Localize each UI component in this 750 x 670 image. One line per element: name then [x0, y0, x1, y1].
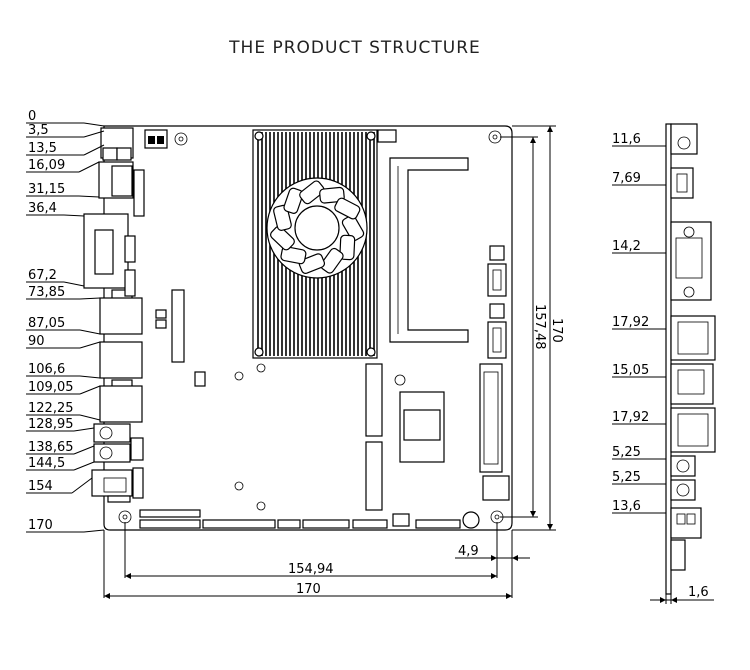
mounting-hole-top-left — [174, 132, 188, 146]
left-dim-label: 122,25 — [28, 401, 74, 416]
left-dim-label: 0 — [28, 109, 36, 124]
fan-blade — [299, 180, 325, 205]
left-dimension-lines — [26, 122, 105, 533]
buzzer — [462, 511, 480, 529]
diagram-title: THE PRODUCT STRUCTURE — [229, 38, 481, 58]
fan-blade — [320, 247, 344, 274]
left-dimension-labels: 03,5 13,5 16,09 31,15 36,4 67,2 73,85 87,05 90 10… — [28, 109, 74, 533]
fan-blade — [280, 246, 307, 265]
pin-header-audio — [130, 437, 144, 461]
dim-hole-span-horizontal: 154,94 — [288, 562, 334, 577]
pin-header-long — [171, 289, 185, 363]
left-dim-label: 128,95 — [28, 417, 74, 432]
dim-hole-span-vertical: 157,48 — [532, 304, 547, 350]
side-dim-label: 5,25 — [612, 470, 641, 485]
small-jumpers — [155, 309, 167, 329]
sodimm-slot — [389, 157, 469, 343]
left-dim-label: 109,05 — [28, 380, 74, 395]
pin-header-left-1 — [133, 169, 145, 217]
left-dim-label: 138,65 — [28, 440, 74, 455]
sim-card-slot — [394, 374, 445, 463]
standoff-c — [234, 481, 244, 491]
sata-connector-1 — [487, 245, 507, 297]
fan-blade — [269, 225, 295, 251]
left-dim-label: 16,09 — [28, 158, 65, 173]
side-view: 11,67,6914,217,9215,0517,925,255,2513,6 … — [612, 123, 716, 604]
mini-pcie-slot-1 — [365, 363, 383, 437]
left-dim-label: 90 — [28, 334, 45, 349]
side-dim-label: 13,6 — [612, 499, 641, 514]
left-dim-label: 87,05 — [28, 316, 65, 331]
left-dim-label: 3,5 — [28, 123, 49, 138]
left-dim-label: 154 — [28, 479, 53, 494]
left-dim-label: 31,15 — [28, 182, 65, 197]
fan-blade — [319, 186, 345, 204]
fan-blade — [283, 187, 304, 214]
pin-header-lower — [132, 467, 144, 499]
standoff-a — [234, 371, 244, 381]
left-dim-label: 144,5 — [28, 456, 65, 471]
battery-jumper — [194, 371, 206, 387]
bios-chip — [482, 475, 510, 501]
left-dim-label: 67,2 — [28, 268, 57, 283]
side-view-pcb — [665, 123, 672, 595]
left-dim-label: 36,4 — [28, 201, 57, 216]
mini-pcie-slot-2 — [365, 441, 383, 511]
side-dim-label: 17,92 — [612, 315, 649, 330]
side-dim-label: 11,6 — [612, 132, 641, 147]
led-header — [107, 495, 131, 503]
left-dim-label: 170 — [28, 518, 53, 533]
parallel-port-connector — [479, 363, 503, 473]
dim-board-width: 170 — [296, 582, 321, 597]
power-connector — [144, 129, 168, 149]
side-dim-label: 17,92 — [612, 410, 649, 425]
bottom-pin-headers — [139, 509, 461, 529]
side-view-components — [670, 123, 716, 571]
side-dim-label: 7,69 — [612, 171, 641, 186]
side-dim-label: 14,2 — [612, 239, 641, 254]
dim-board-height: 170 — [549, 318, 564, 343]
left-dim-label: 106,6 — [28, 362, 65, 377]
side-dim-label: 5,25 — [612, 445, 641, 460]
left-dim-label: 73,85 — [28, 285, 65, 300]
sata-connector-2 — [487, 303, 507, 359]
left-dim-label: 13,5 — [28, 141, 57, 156]
pin-header-left-3 — [124, 269, 136, 297]
fan-blade — [341, 214, 365, 242]
fan-blade — [339, 234, 356, 261]
pin-header-left-2 — [124, 235, 136, 263]
fan-blade — [298, 253, 326, 274]
side-dim-label: 15,05 — [612, 363, 649, 378]
rear-io-connectors — [83, 127, 143, 497]
standoff-d — [256, 501, 266, 511]
bottom-dimensions: 4,9 154,94 170 — [103, 522, 530, 599]
fan-blade — [334, 197, 361, 220]
standoff-b — [256, 363, 266, 373]
cpu-fan — [266, 177, 368, 279]
right-vertical-dimensions: 170 157,48 — [500, 125, 564, 531]
side-dim-pcb-thickness: 1,6 — [688, 585, 709, 600]
dim-hole-to-edge: 4,9 — [458, 544, 479, 559]
fan-header — [377, 129, 397, 143]
